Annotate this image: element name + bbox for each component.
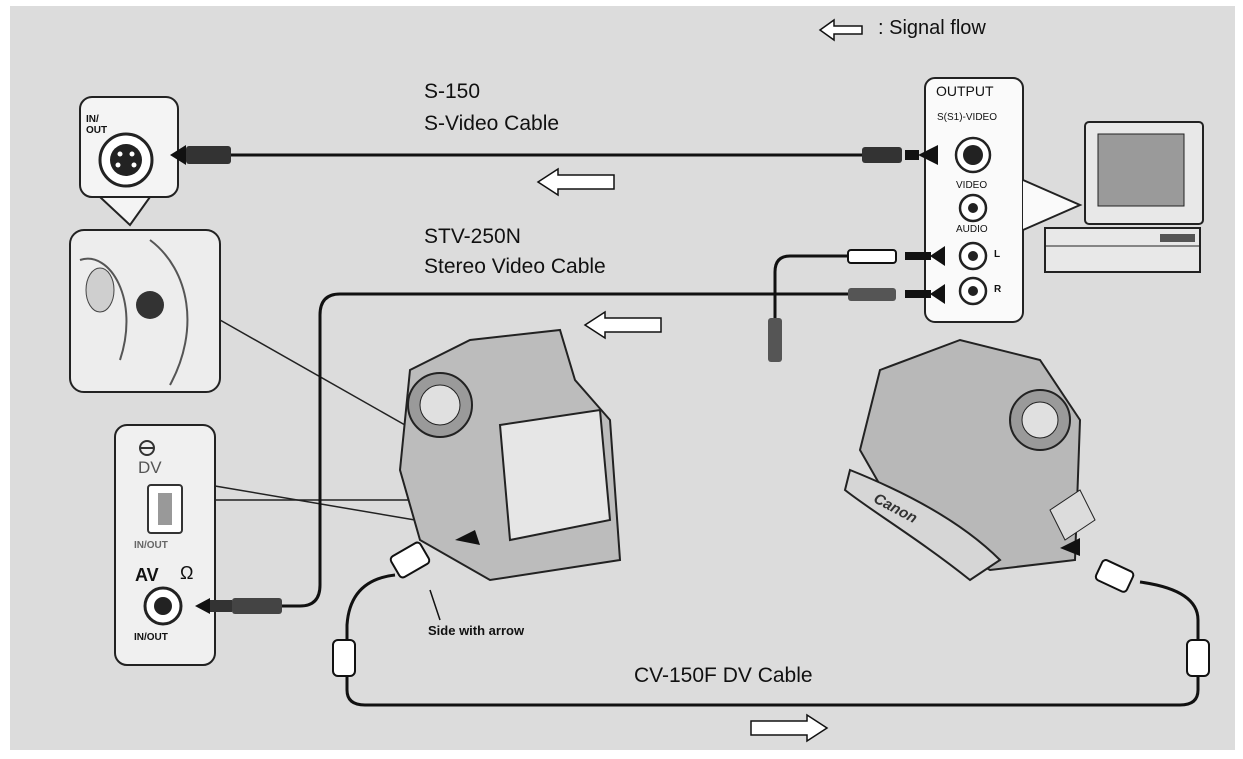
camcorder-side-closeup <box>69 229 406 426</box>
av-in-out-label: IN/OUT <box>134 632 168 643</box>
signal-flow-arrow-stereo <box>583 310 662 340</box>
stereo-cable-name: Stereo Video Cable <box>424 255 606 278</box>
camcorder-left <box>398 328 622 582</box>
dv-label: DV <box>138 458 162 477</box>
svideo-cable <box>231 145 938 165</box>
side-with-arrow-label: Side with arrow <box>428 623 525 638</box>
stereo-cable <box>282 246 945 608</box>
headphone-icon: Ω <box>180 563 194 583</box>
dv-av-jack-panel <box>114 424 416 666</box>
camcorder-right <box>843 338 1096 582</box>
svideo-cable-model: S-150 <box>424 80 481 103</box>
av-label: AV <box>135 565 159 585</box>
svideo-cable-name: S-Video Cable <box>424 112 560 135</box>
output-svideo-label: S(S1)-VIDEO <box>937 112 998 123</box>
stereo-cable-model: STV-250N <box>424 225 521 248</box>
output-video-label: VIDEO <box>956 180 988 191</box>
dv-cable-label: CV-150F DV Cable <box>634 664 813 687</box>
dv-cable <box>332 541 1210 707</box>
output-right-label: R <box>994 284 1002 295</box>
output-left-label: L <box>994 249 1001 260</box>
dv-in-out-label: IN/OUT <box>134 540 168 551</box>
svideo-jack-inset <box>79 96 231 227</box>
legend-label: : Signal flow <box>878 17 986 39</box>
legend-arrow-icon <box>818 18 863 42</box>
signal-flow-arrow-dv <box>750 713 829 743</box>
output-panel <box>924 77 1083 323</box>
svideo-in-out-label: IN/ OUT <box>86 114 108 136</box>
computer-monitor <box>1044 121 1204 273</box>
output-title: OUTPUT <box>936 83 994 99</box>
output-audio-label: AUDIO <box>956 224 988 235</box>
signal-flow-arrow-svideo <box>536 167 615 197</box>
